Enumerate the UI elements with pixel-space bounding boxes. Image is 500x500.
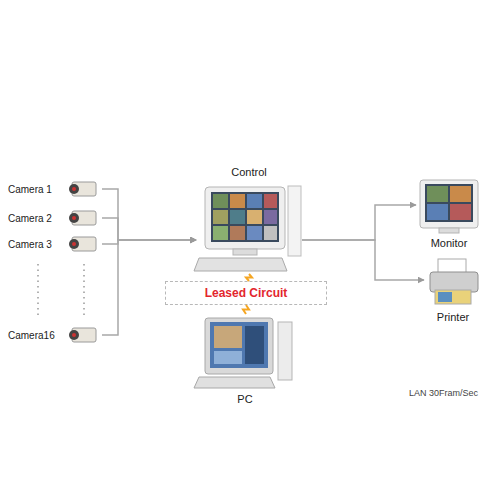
monitor-body	[420, 180, 478, 228]
pc-panel	[245, 326, 264, 364]
pc-panel	[214, 351, 242, 364]
video-tile	[230, 194, 245, 208]
pc-video	[214, 326, 242, 348]
video-tile	[427, 186, 448, 202]
pc-monitor-body	[205, 318, 273, 374]
node-label: Camera16	[8, 329, 55, 342]
leased-link	[243, 305, 249, 314]
ellipsis-dots	[37, 264, 39, 318]
camera-body	[72, 211, 96, 225]
video-tile	[450, 204, 471, 220]
monitor-icon	[420, 180, 478, 233]
pc-computer	[194, 318, 292, 388]
video-tile	[230, 226, 245, 240]
crt-base	[233, 249, 257, 255]
camera-body	[72, 328, 96, 342]
video-tile	[264, 210, 277, 224]
leased-circuit-box: Leased Circuit	[165, 281, 327, 305]
signal-line	[302, 240, 424, 280]
printer-node: Printer	[424, 256, 482, 324]
video-tile	[247, 226, 262, 240]
node-label: Leased Circuit	[205, 287, 288, 300]
camera-node: Camera16	[8, 324, 102, 346]
crt-body	[205, 187, 285, 249]
note-label: LAN 30Fram/Sec	[409, 388, 478, 398]
video-tile	[247, 194, 262, 208]
node-label: Monitor	[431, 237, 468, 250]
camera-lens-glint	[72, 187, 76, 191]
monitor-screen	[425, 184, 473, 222]
camera-lens	[69, 213, 79, 223]
node-label: PC	[237, 393, 252, 406]
node-label: Printer	[437, 311, 469, 324]
paper-in	[438, 259, 466, 273]
camera-lens	[69, 184, 79, 194]
camera-body	[72, 182, 96, 196]
camera-icon	[69, 182, 96, 196]
printer-body	[430, 272, 478, 292]
camera-lens-glint	[72, 242, 76, 246]
camera-lens	[69, 239, 79, 249]
crt-screen	[211, 192, 279, 242]
camera-body	[72, 237, 96, 251]
pc-screen	[210, 322, 268, 368]
signal-line	[302, 205, 416, 240]
monitor-node: Monitor	[416, 176, 482, 250]
printout-photo	[438, 292, 452, 302]
camera-icon	[69, 211, 96, 225]
camera-icon	[69, 328, 96, 342]
control-computer	[194, 186, 301, 271]
video-tile	[230, 210, 245, 224]
monitor-base	[439, 228, 459, 233]
camera-node: Camera 1	[8, 178, 102, 200]
ellipsis-dots	[83, 264, 85, 318]
tower-case	[278, 322, 292, 380]
camera-icon	[69, 237, 96, 251]
video-tile	[264, 226, 277, 240]
signal-line	[102, 240, 196, 335]
camera-lens-glint	[72, 216, 76, 220]
video-tile	[213, 226, 228, 240]
camera-lens-glint	[72, 333, 76, 337]
video-tile	[427, 204, 448, 220]
signal-line	[102, 218, 196, 240]
tower-case	[288, 186, 301, 256]
node-label: Camera 3	[8, 238, 52, 251]
node-label: Camera 1	[8, 183, 52, 196]
printer-icon	[430, 259, 478, 304]
keyboard	[194, 377, 275, 388]
camera-node: Camera 3	[8, 233, 102, 255]
signal-line	[102, 240, 196, 244]
node-label: Camera 2	[8, 212, 52, 225]
signal-line	[102, 189, 196, 240]
video-tile	[247, 210, 262, 224]
keyboard	[194, 258, 287, 271]
video-tile	[264, 194, 277, 208]
video-tile	[450, 186, 471, 202]
video-tile	[213, 194, 228, 208]
camera-lens	[69, 330, 79, 340]
pc-node: PC	[193, 314, 297, 406]
node-label: Control	[231, 166, 266, 179]
video-tile	[213, 210, 228, 224]
camera-node: Camera 2	[8, 207, 102, 229]
printout	[435, 290, 471, 304]
leased-link	[246, 274, 252, 281]
control-node: Control	[196, 166, 302, 274]
